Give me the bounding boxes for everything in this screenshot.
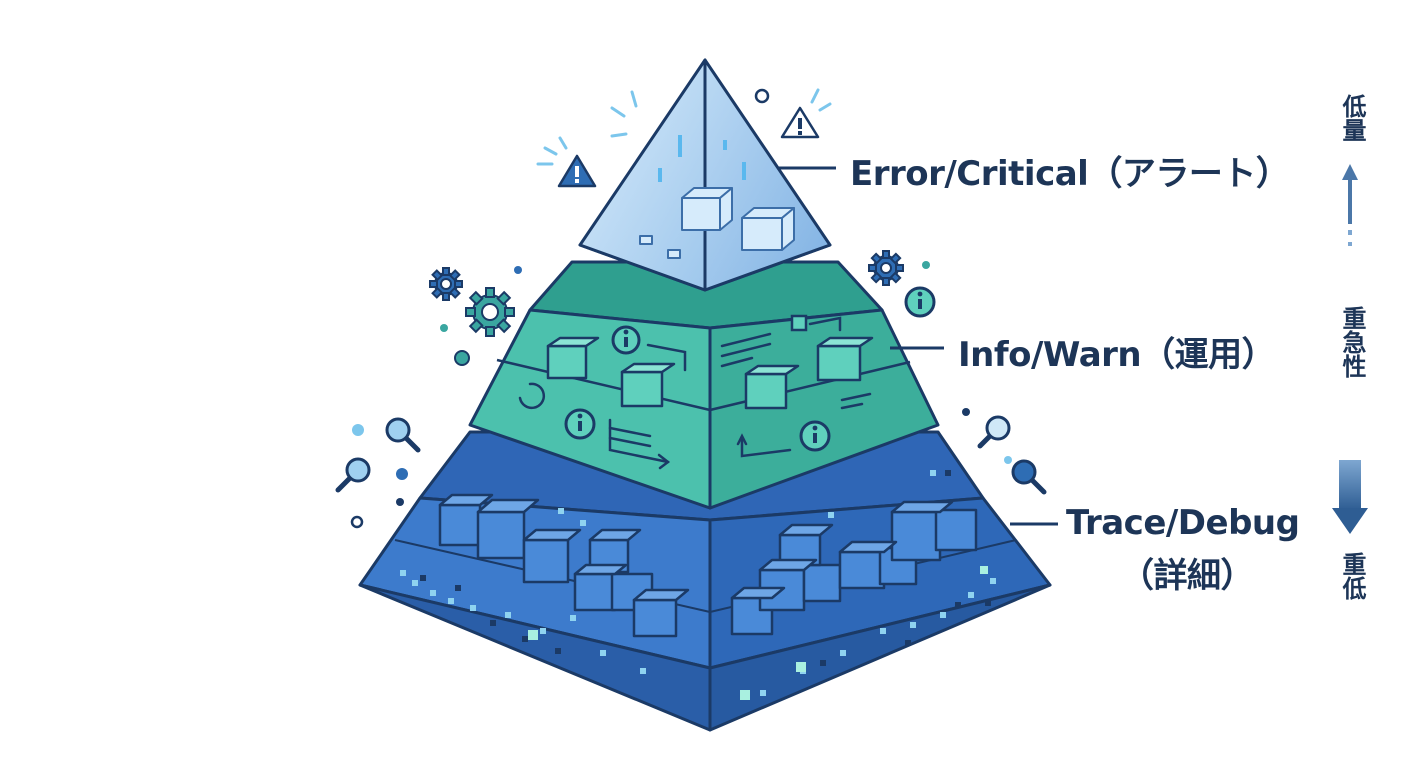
layer-label-info-warn: Info/Warn（運用） <box>958 335 1276 375</box>
axis-label-top: 低量 <box>1338 94 1366 142</box>
alert-sparks <box>536 88 832 166</box>
magnifier-icon <box>385 417 421 453</box>
info-circle-icon <box>904 286 936 318</box>
middle-layer-box <box>790 314 808 332</box>
layer-label-trace-debug: Trace/Debug <box>1066 503 1300 543</box>
layer-label-error-critical: Error/Critical（アラート） <box>850 154 1290 194</box>
warning-triangle-icon <box>557 154 597 188</box>
magnifier-icon <box>1011 459 1047 495</box>
warning-triangle-icon <box>780 106 820 139</box>
bottom-layer-pixels <box>400 470 996 700</box>
axis-label-bottom: 重低 <box>1338 552 1366 600</box>
middle-layer-lines <box>518 316 872 470</box>
decor-dots <box>350 261 1012 529</box>
layer-top <box>578 58 832 292</box>
top-layer-cubes <box>639 187 795 259</box>
middle-layer-cubes <box>546 336 874 410</box>
magnifier-icon <box>977 415 1011 449</box>
bottom-layer-cubes <box>438 493 978 638</box>
gear-icon <box>465 287 515 337</box>
axis-arrow-down <box>1332 460 1368 534</box>
axis-arrow-up <box>1342 164 1358 246</box>
gear-icon <box>868 250 904 286</box>
dot <box>754 88 770 104</box>
magnifier-icon <box>335 457 371 493</box>
leader-lines <box>778 166 1058 526</box>
axis-label-middle: 重急性 <box>1338 306 1366 378</box>
gear-icon <box>429 267 463 301</box>
layer-label-trace-debug-sub: （詳細） <box>1120 556 1255 596</box>
top-layer-glints <box>658 135 746 182</box>
middle-layer-info-icons <box>564 325 831 452</box>
